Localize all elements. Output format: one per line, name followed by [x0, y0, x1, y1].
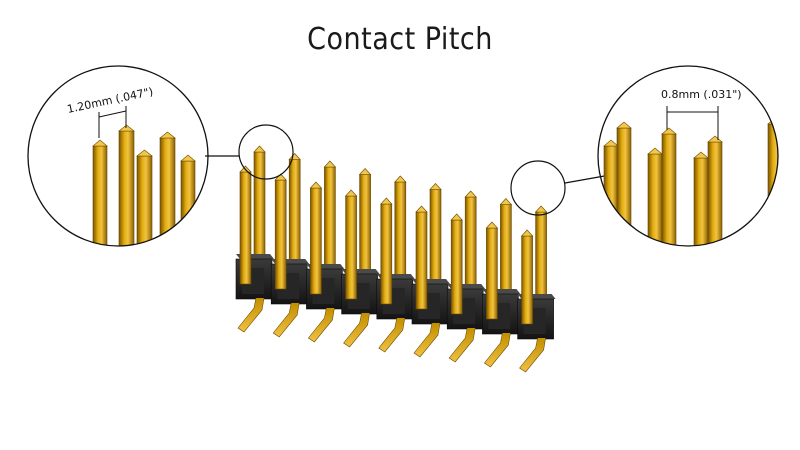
smt-foot	[272, 302, 300, 338]
right-leader-line	[564, 174, 611, 184]
left-detail-marker-circle	[238, 124, 294, 180]
front-pin	[239, 165, 252, 285]
front-pin	[520, 229, 534, 325]
magnified-pin	[180, 154, 196, 246]
smt-foot	[519, 337, 546, 373]
magnified-pin	[92, 139, 108, 246]
magnified-pin	[707, 135, 723, 246]
front-pin	[415, 205, 428, 310]
smt-foot	[483, 332, 511, 368]
pin-header-connector	[235, 145, 556, 373]
right-callout: 0.8mm (.031")	[597, 65, 779, 247]
magnified-pin	[767, 117, 778, 246]
smt-foot	[343, 312, 370, 348]
magnified-pin	[603, 139, 619, 246]
back-pin	[288, 153, 301, 266]
right-pitch-label: 0.8mm (.031")	[661, 88, 742, 101]
left-dimension-marker: 1.20mm (.047")	[66, 85, 154, 138]
back-pin	[429, 183, 442, 286]
right-dimension-marker: 0.8mm (.031")	[661, 88, 742, 140]
right-detail-marker-circle	[510, 160, 566, 216]
front-pin	[485, 221, 499, 320]
back-pin	[323, 160, 337, 271]
back-pin	[534, 205, 548, 301]
smt-foot	[413, 322, 441, 358]
front-pin	[344, 189, 358, 300]
magnified-pin	[136, 149, 153, 246]
front-pin	[274, 173, 287, 290]
magnified-pin	[616, 121, 632, 246]
back-pin	[253, 145, 266, 261]
front-pin	[450, 213, 463, 315]
left-pitch-label: 1.20mm (.047")	[66, 85, 154, 116]
smt-foot	[378, 317, 406, 353]
back-pin	[499, 198, 513, 296]
magnified-pin	[693, 151, 709, 246]
left-callout: 1.20mm (.047")	[27, 65, 209, 247]
back-pin	[358, 168, 372, 276]
magnified-pin	[159, 131, 176, 246]
magnified-pin	[661, 127, 677, 246]
front-pin	[380, 197, 393, 305]
back-pin	[464, 190, 477, 291]
front-pin	[309, 181, 323, 295]
smt-foot	[307, 307, 335, 343]
magnified-pin	[118, 124, 135, 246]
smt-foot	[448, 327, 476, 363]
magnified-pin	[647, 147, 663, 246]
back-pin	[394, 175, 407, 281]
page-title: Contact Pitch	[307, 22, 493, 57]
smt-foot	[237, 297, 265, 333]
